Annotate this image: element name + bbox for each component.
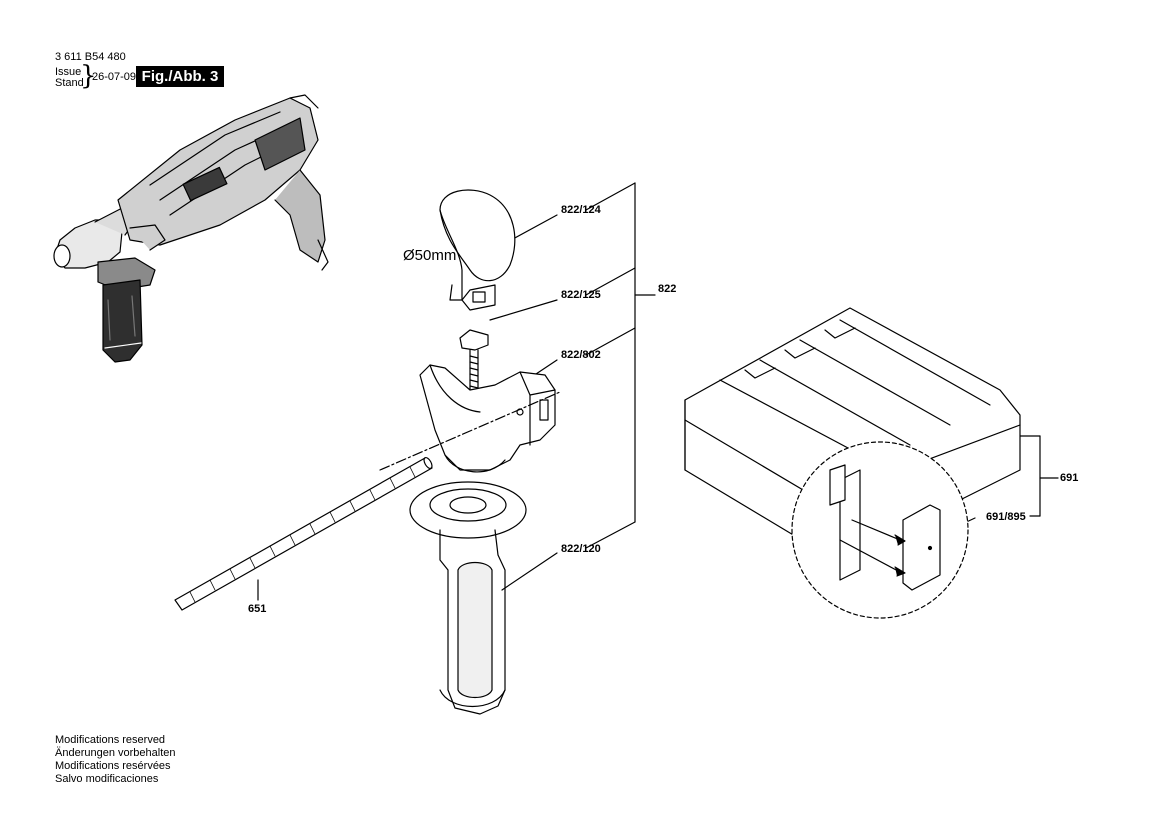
detail-circle: [791, 441, 969, 619]
label-822-125: 822/125: [561, 289, 601, 301]
label-822-802: 822/802: [561, 349, 601, 361]
depth-rod-drawing: [174, 456, 433, 611]
figure-badge: Fig./Abb. 3: [136, 66, 224, 87]
clamp-ring-drawing: [439, 189, 516, 311]
issue-date: 26-07-09: [92, 71, 137, 83]
document-number: 3 611 B54 480: [55, 51, 126, 63]
label-822-124: 822/124: [561, 204, 601, 216]
issue-label: Issue: [55, 66, 82, 78]
brace: }: [80, 61, 97, 91]
leader-822-125-a: [585, 267, 636, 296]
footer-line: Modifications reserved: [55, 734, 166, 746]
footer-line: Salvo modificaciones: [55, 773, 159, 785]
label-822-120: 822/120: [561, 543, 601, 555]
latch-drawing: [902, 504, 941, 591]
footer-line: Modifications resérvées: [55, 760, 171, 772]
label-691: 691: [1060, 472, 1079, 484]
leader-822-802-a: [585, 327, 636, 356]
label-651: 651: [248, 603, 267, 615]
leader-822-124-a: [585, 182, 636, 211]
stand-label: Stand: [55, 77, 84, 89]
holder-drawing: [419, 364, 556, 473]
label-691-895: 691/895: [986, 511, 1026, 523]
auxiliary-handle-drawing: [409, 481, 527, 715]
footer-line: Änderungen vorbehalten: [55, 747, 176, 759]
label-822: 822: [658, 283, 677, 295]
modifications-notice: Modifications reserved Änderungen vorbeh…: [55, 734, 175, 786]
leader-822-120-a: [585, 521, 636, 549]
diameter-label: Ø50mm: [403, 247, 457, 264]
rotary-hammer-illustration: [53, 94, 329, 363]
